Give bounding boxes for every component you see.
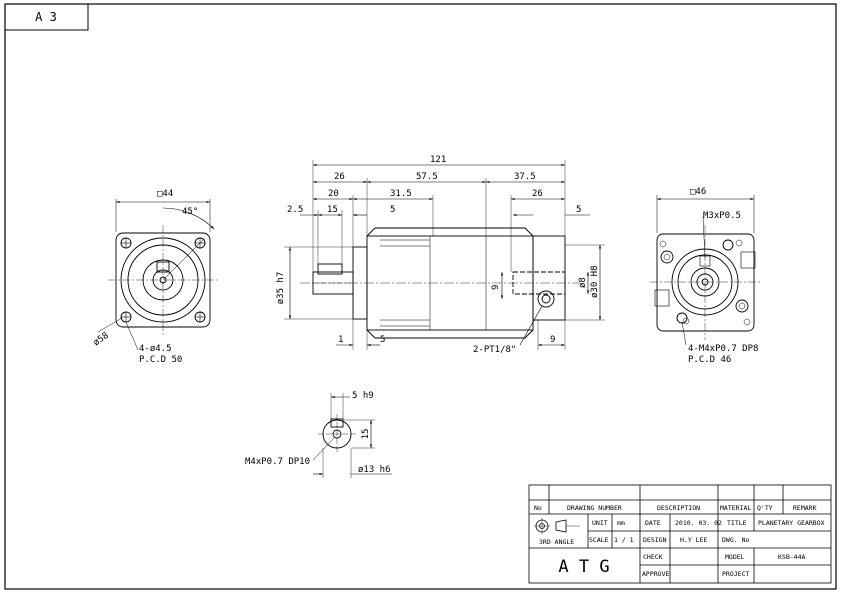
dim-20: 20	[328, 189, 339, 199]
tb-model-label: MODEL	[725, 553, 745, 561]
front-square-dim: □44	[157, 189, 173, 199]
tb-project-label: PROJECT	[722, 570, 749, 578]
dim-35-h7: ø35 h7	[276, 272, 286, 305]
dim-9-vertical: 9	[491, 285, 501, 290]
dim-5-top-right: 5	[576, 205, 581, 215]
dim-2-5: 2.5	[287, 205, 303, 215]
rear-square-dim: □46	[690, 187, 706, 197]
dim-5-bottom: 5	[380, 335, 385, 345]
tb-projection: 3RD ANGLE	[539, 538, 574, 546]
tb-design-value: H.Y LEE	[680, 536, 707, 544]
tb-model-value: KSB-44A	[778, 553, 805, 561]
tb-title-label: TITLE	[727, 519, 747, 527]
rear-tap-label: M3xP0.5	[703, 211, 741, 221]
shaft-height-dim: 15	[361, 429, 371, 440]
dim-26-left: 26	[334, 172, 345, 182]
dim-26-right: 26	[532, 189, 543, 199]
tb-unit-label: UNIT	[592, 519, 608, 527]
tb-dwg-label: DWG. No	[722, 536, 749, 544]
tb-unit-value: mm	[617, 519, 625, 527]
tb-scale-label: SCALE	[589, 536, 609, 544]
dim-8: ø8	[578, 277, 588, 288]
rear-pcd-label: P.C.D 46	[688, 355, 731, 365]
shaft-key-dim: 5 h9	[352, 391, 374, 401]
front-diameter-dim: ø58	[92, 331, 111, 349]
shaft-diameter-dim: ø13 h6	[358, 465, 391, 475]
sheet-border	[4, 3, 837, 590]
dim-9-horizontal: 9	[550, 335, 555, 345]
side-view	[284, 160, 605, 350]
dim-15: 15	[327, 205, 338, 215]
title-block	[528, 484, 832, 584]
tb-company-logo: A T G	[558, 557, 609, 577]
tb-approve-label: APPROVE	[642, 570, 669, 578]
tb-scale-value: 1 / 1	[614, 536, 634, 544]
tb-date-label: DATE	[645, 519, 661, 527]
rear-holes-label: 4-M4xP0.7 DP8	[688, 344, 758, 354]
dim-31-5: 31.5	[390, 189, 412, 199]
shaft-detail	[312, 393, 392, 478]
tb-header-description: DESCRIPTION	[657, 504, 700, 512]
sheet-size-box	[4, 3, 89, 31]
tb-title-value: PLANETARY GEARBOX	[758, 519, 825, 527]
dim-37-5: 37.5	[514, 172, 536, 182]
tb-check-label: CHECK	[643, 553, 663, 561]
dim-1: 1	[338, 335, 343, 345]
shaft-tap-label: M4xP0.7 DP10	[245, 457, 310, 467]
tb-design-label: DESIGN	[643, 536, 667, 544]
tb-header-drawing-number: DRAWING NUMBER	[567, 504, 622, 512]
tb-header-no: No	[534, 504, 542, 512]
tb-date-value: 2010. 03. 02	[675, 519, 722, 527]
front-pcd-label: P.C.D 50	[139, 355, 182, 365]
rear-view	[650, 195, 762, 346]
tb-header-qty: Q'TY	[757, 504, 773, 512]
front-angle-dim: 45°	[182, 207, 198, 217]
tb-header-remark: REMARK	[793, 504, 817, 512]
dim-5-top-left: 5	[390, 205, 395, 215]
sheet-size-label: A 3	[35, 10, 57, 24]
port-label: 2-PT1/8"	[473, 345, 516, 355]
front-view	[97, 199, 218, 351]
dim-57-5: 57.5	[416, 172, 438, 182]
dim-overall: 121	[430, 155, 446, 165]
front-holes-label: 4-ø4.5	[139, 344, 172, 354]
tb-header-material: MATERIAL	[720, 504, 751, 512]
dim-30-h8: ø30 H8	[590, 265, 600, 298]
